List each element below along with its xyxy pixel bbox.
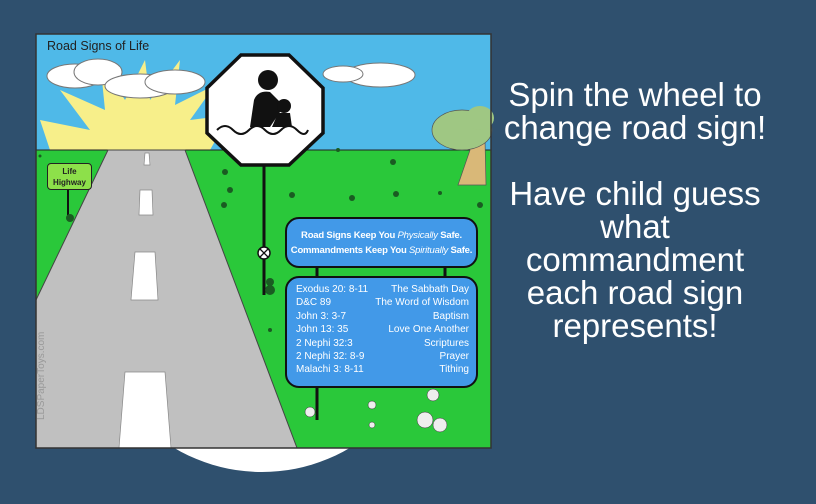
safety-board: Road Signs Keep You Physically Safe. Com… xyxy=(285,217,478,268)
instruction-spin: Spin the wheel to change road sign! xyxy=(503,76,767,146)
grass-tufts xyxy=(38,148,483,332)
instructions: Spin the wheel to change road sign! Have… xyxy=(495,78,775,375)
cloud-icon xyxy=(46,58,416,99)
life-highway-sign: Life Highway xyxy=(47,163,92,190)
page-title: Road Signs of Life xyxy=(47,39,150,53)
pivot-pin-icon[interactable] xyxy=(257,246,271,260)
watermark: LDSPaperToys.com xyxy=(36,331,47,420)
sun-icon xyxy=(40,60,230,150)
panel-border xyxy=(35,33,492,449)
instruction-guess: Have child guess what commandment each r… xyxy=(509,175,761,344)
road-dashes xyxy=(118,152,172,449)
flowers xyxy=(304,388,448,433)
baptism-icon xyxy=(216,70,309,135)
safety-line-2: Commandments Keep You Spiritually Safe. xyxy=(290,244,473,256)
life-sign-line1: Life xyxy=(62,167,77,176)
life-sign-line2: Highway xyxy=(53,178,86,187)
tree-icon xyxy=(431,106,494,186)
safety-line-1: Road Signs Keep You Physically Safe. xyxy=(301,229,462,241)
road-sign-octagon xyxy=(205,53,325,167)
